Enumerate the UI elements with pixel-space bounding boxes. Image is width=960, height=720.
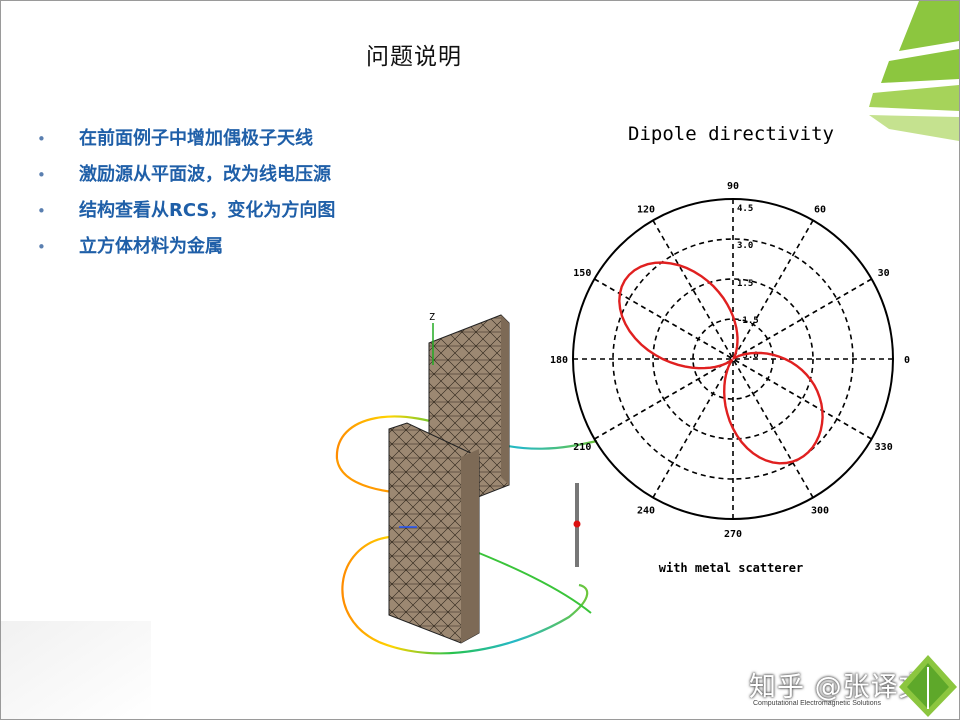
bullet-text: 在前面例子中增加偶极子天线 bbox=[79, 128, 313, 149]
polar-radial-label: 4.5 bbox=[737, 204, 753, 214]
bullet-text: 结构查看从RCS，变化为方向图 bbox=[79, 200, 336, 221]
bullet-item: • 在前面例子中增加偶极子天线 bbox=[37, 127, 337, 151]
bullet-dot: • bbox=[37, 130, 46, 148]
bullet-dot: • bbox=[37, 202, 46, 220]
bullet-dot: • bbox=[37, 166, 46, 184]
directivity-curve bbox=[618, 261, 824, 465]
bullet-dot: • bbox=[37, 238, 46, 256]
polar-angle-label: 240 bbox=[637, 506, 655, 517]
polar-radial-label: 3.0 bbox=[737, 241, 753, 251]
polar-radial-label: 1.5 bbox=[737, 279, 753, 289]
dipole-model-image: Z bbox=[335, 312, 598, 655]
polar-plot-caption: with metal scatterer bbox=[658, 561, 804, 575]
z-axis-label: Z bbox=[429, 312, 435, 323]
polar-plot-title: Dipole directivity bbox=[628, 123, 834, 145]
bullet-list: • 在前面例子中增加偶极子天线 • 激励源从平面波，改为线电压源 • 结构查看从RCS… bbox=[37, 127, 337, 271]
polar-angle-label: 0 bbox=[904, 355, 910, 366]
zhihu-watermark: 知乎 @张译文 bbox=[749, 672, 927, 703]
polar-angle-label: 210 bbox=[573, 442, 591, 453]
green-corner-decoration bbox=[869, 1, 959, 141]
leaf-logo-icon bbox=[899, 655, 957, 717]
logo-subtitle: Computational Electromagnetic Solutions bbox=[753, 700, 882, 707]
polar-angle-label: 30 bbox=[878, 268, 890, 279]
polar-radial-label: -3.0 bbox=[737, 351, 759, 361]
bullet-item: • 激励源从平面波，改为线电压源 bbox=[37, 163, 337, 187]
polar-angle-label: 60 bbox=[814, 204, 826, 215]
bullet-item: • 立方体材料为金属 bbox=[37, 235, 337, 259]
polar-angle-label: 180 bbox=[550, 355, 568, 366]
polar-angle-label: 150 bbox=[573, 268, 591, 279]
bullet-text: 立方体材料为金属 bbox=[79, 236, 223, 257]
polar-grid bbox=[572, 198, 894, 520]
polar-angle-label: 270 bbox=[724, 529, 742, 540]
bullet-item: • 结构查看从RCS，变化为方向图 bbox=[37, 199, 337, 223]
slide-title: 问题说明 bbox=[366, 44, 462, 70]
polar-radial-label: -1.5 bbox=[737, 316, 759, 326]
polar-ring bbox=[652, 278, 814, 440]
polar-angle-label: 90 bbox=[727, 181, 739, 192]
corner-shade bbox=[1, 621, 151, 719]
bullet-text: 激励源从平面波，改为线电压源 bbox=[79, 164, 331, 185]
polar-angle-label: 120 bbox=[637, 204, 655, 215]
polar-angle-label: 300 bbox=[811, 506, 829, 517]
polar-angle-label: 330 bbox=[875, 442, 893, 453]
